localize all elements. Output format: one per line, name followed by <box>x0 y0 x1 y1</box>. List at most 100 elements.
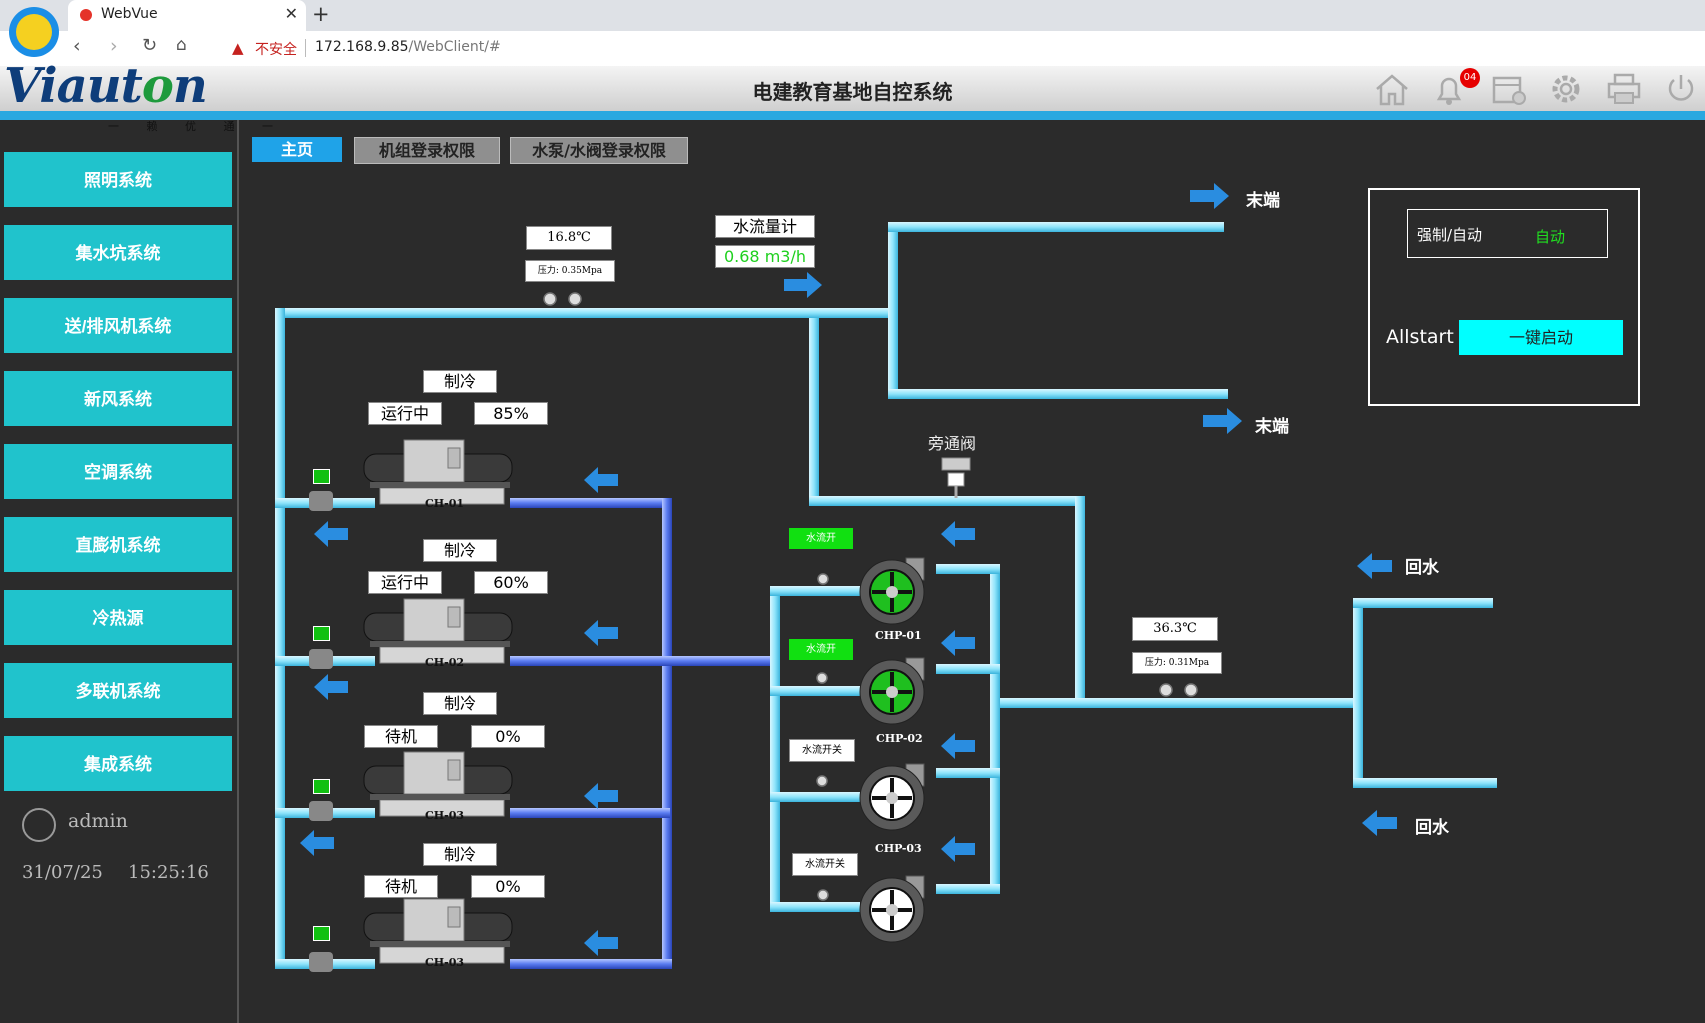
valve-body-icon <box>309 801 333 821</box>
browser-tab[interactable]: WebVue ✕ <box>68 0 306 31</box>
bell-icon[interactable] <box>1430 71 1468 107</box>
flow-switch-status: 水流开 <box>789 639 853 660</box>
pump-unit[interactable] <box>858 554 940 628</box>
gear-icon[interactable] <box>1547 71 1585 107</box>
return-water-label: 回水 <box>1415 818 1449 838</box>
chiller-load: 85% <box>474 402 548 425</box>
divider <box>305 39 306 57</box>
arrow-right-icon <box>784 272 822 298</box>
menu-dx-unit[interactable]: 直膨机系统 <box>4 517 232 572</box>
terminal-label: 末端 <box>1246 191 1280 211</box>
app-header <box>0 66 1705 111</box>
menu-fresh-air[interactable]: 新风系统 <box>4 371 232 426</box>
tab-home[interactable]: 主页 <box>252 137 342 162</box>
valve-status-icon[interactable] <box>313 779 330 794</box>
brand-logo: Viauton <box>4 58 208 114</box>
supply-pressure: 压力: 0.35Mpa <box>525 260 615 282</box>
valve-body-icon <box>309 952 333 972</box>
chiller-id: CH-02 <box>425 656 465 669</box>
arrow-right-icon <box>1203 408 1242 434</box>
arrow-left-icon <box>584 783 618 809</box>
pump-unit[interactable] <box>858 872 940 946</box>
menu-lighting[interactable]: 照明系统 <box>4 152 232 207</box>
chiller-load: 0% <box>471 875 545 898</box>
flowmeter-value: 0.68 m3/h <box>715 245 815 268</box>
chiller-mode: 制冷 <box>423 370 497 393</box>
arrow-left-icon <box>1362 810 1397 836</box>
tab-pump-login[interactable]: 水泵/水阀登录权限 <box>510 137 688 164</box>
user-avatar-icon[interactable] <box>22 808 56 842</box>
back-icon[interactable]: ‹ <box>73 35 81 57</box>
home-icon[interactable] <box>1373 71 1411 107</box>
chiller-unit[interactable]: CH-01 <box>360 436 524 511</box>
flow-switch-status: 水流开 <box>789 528 853 549</box>
current-time: 15:25:16 <box>128 862 209 883</box>
new-tab-icon[interactable]: + <box>312 2 330 26</box>
forward-icon[interactable]: › <box>110 35 118 57</box>
chiller-mode: 制冷 <box>423 843 497 866</box>
valve-status-icon[interactable] <box>313 926 330 941</box>
terminal-label: 末端 <box>1255 417 1289 437</box>
menu-integration[interactable]: 集成系统 <box>4 736 232 791</box>
valve-status-icon[interactable] <box>313 469 330 484</box>
bypass-valve-label: 旁通阀 <box>928 434 977 453</box>
menu-ventilation[interactable]: 送/排风机系统 <box>4 298 232 353</box>
valve-status-icon[interactable] <box>313 626 330 641</box>
valve-body-icon <box>309 491 333 511</box>
arrow-left-icon <box>584 930 618 956</box>
pump-id: CHP-01 <box>875 629 922 642</box>
arrow-left-icon <box>941 521 975 547</box>
arrow-left-icon <box>300 830 334 856</box>
home-browser-icon[interactable]: ⌂ <box>176 35 187 55</box>
menu-cold-heat-source[interactable]: 冷热源 <box>4 590 232 645</box>
chiller-status: 运行中 <box>368 402 442 425</box>
alarm-badge[interactable]: 04 <box>1460 68 1480 88</box>
url-field[interactable]: 172.168.9.85/WebClient/# <box>315 39 501 55</box>
close-tab-icon[interactable]: ✕ <box>284 4 298 23</box>
mode-label: 强制/自动 <box>1417 226 1483 244</box>
chiller-mode: 制冷 <box>423 539 497 562</box>
chiller-mode: 制冷 <box>423 692 497 715</box>
valve-body-icon <box>309 649 333 669</box>
menu-sump[interactable]: 集水坑系统 <box>4 225 232 280</box>
menu-vrf[interactable]: 多联机系统 <box>4 663 232 718</box>
control-panel <box>1368 188 1640 406</box>
one-key-start-button[interactable]: 一键启动 <box>1459 320 1623 355</box>
chiller-unit[interactable]: CH-03 <box>360 895 524 970</box>
reload-icon[interactable]: ↻ <box>142 35 158 56</box>
mode-value[interactable]: 自动 <box>1535 228 1566 246</box>
pump-unit[interactable] <box>858 760 940 834</box>
power-icon[interactable] <box>1662 71 1700 107</box>
allstart-label: Allstart <box>1386 326 1454 348</box>
chilled-return-pipes <box>510 498 770 969</box>
chiller-status: 运行中 <box>368 571 442 594</box>
mode-selector[interactable] <box>1407 209 1608 258</box>
flow-arrows <box>300 183 1397 956</box>
bypass-valve-icon <box>941 457 971 498</box>
menu-air-conditioning[interactable]: 空调系统 <box>4 444 232 499</box>
pump-id: CHP-03 <box>875 842 922 855</box>
header-strip <box>0 111 1705 120</box>
chiller-unit[interactable]: CH-02 <box>360 595 524 670</box>
arrow-left-icon <box>1357 553 1392 579</box>
pump-unit[interactable] <box>858 654 940 728</box>
browser-tab-title: WebVue <box>101 6 158 22</box>
arrow-left-icon <box>314 521 348 547</box>
security-warning[interactable]: 不安全 <box>255 42 297 58</box>
arrow-left-icon <box>941 630 975 656</box>
pressure-gauge-icon <box>543 292 1198 901</box>
printer-icon[interactable] <box>1605 71 1643 107</box>
page-title: 电建教育基地自控系统 <box>752 80 953 104</box>
chiller-load: 60% <box>474 571 548 594</box>
calendar-icon[interactable] <box>1490 71 1528 107</box>
return-pressure: 压力: 0.31Mpa <box>1132 652 1222 674</box>
chiller-status: 待机 <box>364 875 438 898</box>
tab-unit-login[interactable]: 机组登录权限 <box>354 137 500 164</box>
chiller-status: 待机 <box>364 725 438 748</box>
brand-subtitle: 一 赖 优 通 一 <box>108 120 285 133</box>
chiller-unit[interactable]: CH-03 <box>360 748 524 823</box>
pump-id: CHP-02 <box>876 732 923 745</box>
warning-icon: ▲ <box>232 39 244 57</box>
arrow-left-icon <box>941 836 975 862</box>
return-temperature: 36.3℃ <box>1132 617 1218 641</box>
